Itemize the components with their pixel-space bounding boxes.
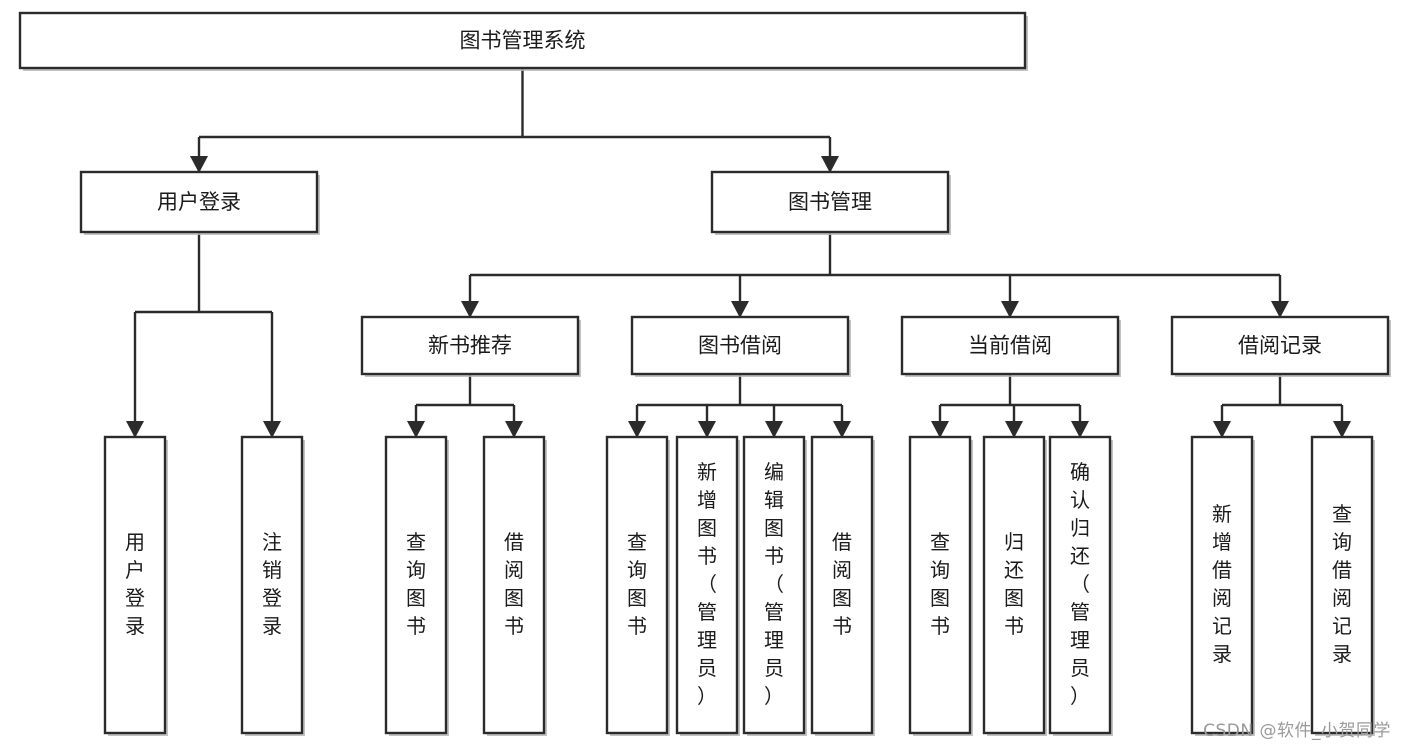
node-leaf-logout[interactable]: 注销登录	[240, 435, 305, 736]
connector-arrow	[1271, 301, 1289, 318]
connector-arrow	[126, 421, 144, 438]
node-new-book-recommend[interactable]: 新书推荐	[360, 315, 581, 377]
connector-arrow	[263, 421, 281, 438]
node-label: 借阅图书	[832, 530, 852, 638]
node-label: 图书管理系统	[460, 29, 586, 53]
connector-arrow	[1333, 421, 1351, 438]
node-current-borrow[interactable]: 当前借阅	[900, 315, 1121, 377]
connector-arrow	[407, 421, 425, 438]
connector-arrow	[1213, 421, 1231, 438]
node-box[interactable]	[360, 315, 580, 376]
node-box[interactable]	[900, 315, 1120, 376]
node-box[interactable]	[675, 435, 739, 735]
nodes-layer: 图书管理系统用户登录图书管理新书推荐图书借阅当前借阅借阅记录用户登录注销登录查询…	[18, 11, 1391, 736]
node-box[interactable]	[18, 11, 1027, 70]
node-label: 注销登录	[262, 530, 282, 638]
node-leaf-borrow-book-recommend[interactable]: 借阅图书	[482, 435, 547, 736]
node-box[interactable]	[1190, 435, 1254, 735]
node-label: 图书借阅	[698, 334, 782, 358]
node-box[interactable]	[240, 435, 304, 735]
node-book-management[interactable]: 图书管理	[710, 170, 951, 235]
node-label: 用户登录	[125, 530, 145, 638]
node-label: 查询图书	[627, 530, 647, 638]
node-label: 确认归还（管理员）	[1070, 460, 1090, 708]
connector-arrow	[628, 421, 646, 438]
node-label: 新书推荐	[428, 334, 512, 358]
node-box[interactable]	[810, 435, 874, 735]
node-leaf-query-book-borrow[interactable]: 查询图书	[605, 435, 670, 736]
node-root[interactable]: 图书管理系统	[18, 11, 1028, 71]
node-leaf-user-login[interactable]: 用户登录	[103, 435, 168, 736]
node-leaf-add-book[interactable]: 新增图书（管理员）	[675, 435, 740, 736]
node-label: 查询图书	[406, 530, 426, 638]
node-leaf-return-book[interactable]: 归还图书	[982, 435, 1047, 736]
connector-arrow	[190, 156, 208, 173]
node-leaf-borrow-book[interactable]: 借阅图书	[810, 435, 875, 736]
node-label: 图书管理	[788, 190, 872, 214]
node-box[interactable]	[1170, 315, 1390, 376]
connector-arrow	[1071, 421, 1089, 438]
node-box[interactable]	[982, 435, 1046, 735]
node-label: 借阅图书	[504, 530, 524, 638]
connector-arrow	[931, 421, 949, 438]
node-leaf-query-book-current[interactable]: 查询图书	[908, 435, 973, 736]
node-box[interactable]	[103, 435, 167, 735]
node-box[interactable]	[710, 170, 950, 234]
node-label: 借阅记录	[1238, 334, 1322, 358]
node-label: 用户登录	[157, 190, 241, 214]
connector-arrow	[1005, 421, 1023, 438]
node-user-login[interactable]: 用户登录	[79, 170, 320, 235]
node-label: 查询图书	[930, 530, 950, 638]
node-borrow-record[interactable]: 借阅记录	[1170, 315, 1391, 377]
connector-arrow	[731, 301, 749, 318]
node-box[interactable]	[79, 170, 319, 234]
node-box[interactable]	[1310, 435, 1374, 735]
node-book-borrow[interactable]: 图书借阅	[630, 315, 851, 377]
node-leaf-add-borrow-record[interactable]: 新增借阅记录	[1190, 435, 1255, 736]
connector-arrow	[1001, 301, 1019, 318]
node-label: 新增借阅记录	[1212, 502, 1232, 666]
node-box[interactable]	[630, 315, 850, 376]
node-box[interactable]	[742, 435, 806, 735]
node-label: 查询借阅记录	[1332, 502, 1352, 666]
node-box[interactable]	[605, 435, 669, 735]
node-box[interactable]	[908, 435, 972, 735]
node-label: 新增图书（管理员）	[697, 460, 717, 708]
node-label: 当前借阅	[968, 334, 1052, 358]
connector-arrow	[505, 421, 523, 438]
connector-arrow	[821, 156, 839, 173]
connector-arrow	[765, 421, 783, 438]
watermark-text: CSDN @软件_小贺同学	[1203, 721, 1391, 741]
node-leaf-query-borrow-record[interactable]: 查询借阅记录	[1310, 435, 1375, 736]
connector-arrow	[461, 301, 479, 318]
node-box[interactable]	[384, 435, 448, 735]
node-leaf-confirm-return[interactable]: 确认归还（管理员）	[1048, 435, 1113, 736]
node-leaf-query-book-recommend[interactable]: 查询图书	[384, 435, 449, 736]
node-box[interactable]	[482, 435, 546, 735]
node-leaf-edit-book[interactable]: 编辑图书（管理员）	[742, 435, 807, 736]
connector-arrow	[698, 421, 716, 438]
connector-arrow	[833, 421, 851, 438]
node-box[interactable]	[1048, 435, 1112, 735]
node-label: 归还图书	[1004, 530, 1024, 638]
connectors-layer	[126, 68, 1351, 438]
node-label: 编辑图书（管理员）	[764, 460, 784, 708]
